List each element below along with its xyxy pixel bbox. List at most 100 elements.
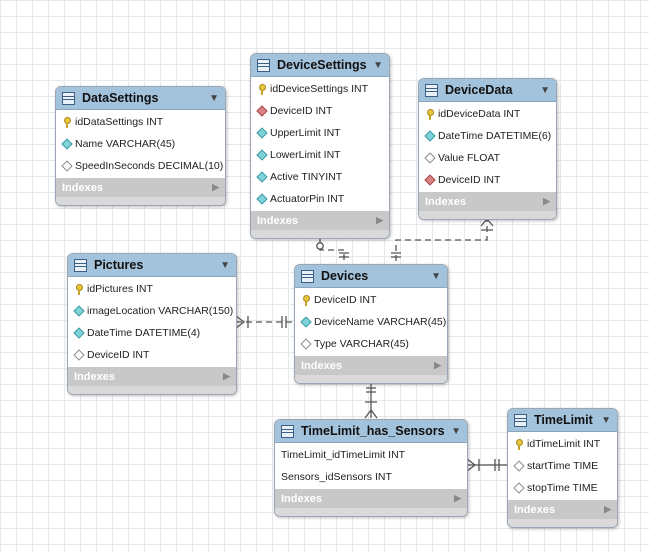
expand-arrow-icon[interactable]: ▶ [543, 196, 550, 206]
table-column[interactable]: DeviceID INT [295, 289, 447, 311]
table-header[interactable]: TimeLimit_has_Sensors▼ [275, 420, 467, 443]
table-header[interactable]: TimeLimit▼ [508, 409, 617, 432]
many-marker [364, 401, 378, 419]
table-column[interactable]: idTimeLimit INT [508, 433, 617, 455]
optional-one-marker [316, 242, 324, 250]
table-column[interactable]: idPictures INT [68, 278, 236, 300]
indexes-section[interactable]: Indexes▶ [275, 489, 467, 508]
table-column[interactable]: idDeviceSettings INT [251, 78, 389, 100]
table-devicedata[interactable]: DeviceData▼ idDeviceData INT DateTime DATE… [418, 78, 557, 220]
one-marker [366, 387, 376, 393]
table-devicesettings[interactable]: DeviceSettings▼ idDeviceSettings INT Devic… [250, 53, 390, 239]
table-column[interactable]: TimeLimit_idTimeLimit INT [275, 444, 467, 466]
indexes-label: Indexes [425, 195, 466, 208]
table-column[interactable]: Type VARCHAR(45) [295, 333, 447, 355]
expand-arrow-icon[interactable]: ▶ [376, 215, 383, 225]
indexes-section[interactable]: Indexes▶ [251, 211, 389, 230]
table-column[interactable]: ActuatorPin INT [251, 188, 389, 210]
indexes-label: Indexes [514, 503, 555, 516]
table-icon [257, 58, 270, 72]
column-label: DateTime DATETIME(4) [87, 327, 201, 339]
table-column[interactable]: DeviceID INT [68, 344, 236, 366]
column-label: DeviceID INT [270, 105, 333, 117]
table-column[interactable]: LowerLimit INT [251, 144, 389, 166]
table-column[interactable]: imageLocation VARCHAR(150) [68, 300, 236, 322]
indexes-label: Indexes [74, 370, 115, 383]
table-icon [514, 413, 527, 427]
table-title: Pictures [94, 258, 144, 272]
one-marker [281, 316, 287, 328]
table-column[interactable]: Sensors_idSensors INT [275, 466, 467, 488]
indexes-section[interactable]: Indexes ▶ [68, 367, 236, 386]
table-title: DataSettings [82, 91, 159, 105]
expand-arrow-icon[interactable]: ▶ [604, 504, 611, 514]
nullable-foreign-key-icon [73, 349, 85, 361]
foreign-key-icon [256, 105, 268, 117]
column-label: DeviceID INT [87, 349, 150, 361]
table-column[interactable]: Name VARCHAR(45) [56, 133, 225, 155]
column-label: idPictures INT [87, 283, 153, 295]
table-column[interactable]: Value FLOAT [419, 147, 556, 169]
indexes-section[interactable]: Indexes▶ [295, 356, 447, 375]
collapse-arrow-icon[interactable]: ▼ [373, 59, 383, 71]
expand-arrow-icon[interactable]: ▶ [434, 360, 441, 370]
column-icon [300, 316, 312, 328]
column-icon [424, 130, 436, 142]
collapse-arrow-icon[interactable]: ▼ [451, 425, 461, 437]
table-title: Devices [321, 269, 369, 283]
table-icon [301, 269, 314, 283]
table-column[interactable]: stopTime TIME [508, 477, 617, 499]
collapse-arrow-icon[interactable]: ▼ [220, 259, 230, 271]
column-list: idDeviceData INT DateTime DATETIME(6)Valu… [419, 102, 556, 192]
indexes-section[interactable]: Indexes ▶ [419, 192, 556, 211]
table-footer [56, 197, 225, 205]
table-column[interactable]: DeviceName VARCHAR(45) [295, 311, 447, 333]
collapse-arrow-icon[interactable]: ▼ [540, 84, 550, 96]
table-header[interactable]: DeviceSettings▼ [251, 54, 389, 77]
expand-arrow-icon[interactable]: ▶ [454, 493, 461, 503]
table-column[interactable]: idDeviceData INT [419, 103, 556, 125]
table-header[interactable]: DeviceData▼ [419, 79, 556, 102]
foreign-key-icon [424, 174, 436, 186]
column-label: idDeviceSettings INT [270, 83, 369, 95]
collapse-arrow-icon[interactable]: ▼ [601, 414, 611, 426]
table-header[interactable]: Pictures ▼ [68, 254, 236, 277]
one-marker [391, 252, 401, 258]
table-pictures[interactable]: Pictures ▼ idPictures INT imageLocation VAR… [67, 253, 237, 395]
column-label: imageLocation VARCHAR(150) [87, 305, 234, 317]
indexes-section[interactable]: Indexes▶ [56, 178, 225, 197]
collapse-arrow-icon[interactable]: ▼ [431, 270, 441, 282]
table-column[interactable]: DeviceID INT [419, 169, 556, 191]
indexes-section[interactable]: Indexes ▶ [508, 500, 617, 519]
table-column[interactable]: DateTime DATETIME(4) [68, 322, 236, 344]
table-column[interactable]: DeviceID INT [251, 100, 389, 122]
table-column[interactable]: Active TINYINT [251, 166, 389, 188]
expand-arrow-icon[interactable]: ▶ [223, 371, 230, 381]
table-footer [508, 519, 617, 527]
nullable-column-icon [513, 482, 525, 494]
table-header[interactable]: Devices ▼ [295, 265, 447, 288]
column-label: idDeviceData INT [438, 108, 521, 120]
column-icon [256, 193, 268, 205]
one-marker [494, 459, 500, 471]
expand-arrow-icon[interactable]: ▶ [212, 182, 219, 192]
primary-key-icon [62, 116, 72, 128]
table-column[interactable]: DateTime DATETIME(6) [419, 125, 556, 147]
table-timelimit-has-sensors[interactable]: TimeLimit_has_Sensors▼TimeLimit_idTimeLi… [274, 419, 468, 517]
primary-key-icon [257, 83, 267, 95]
table-header[interactable]: DataSettings ▼ [56, 87, 225, 110]
table-column[interactable]: SpeedInSeconds DECIMAL(10) [56, 155, 225, 177]
nullable-column-icon [300, 338, 312, 350]
column-label: idTimeLimit INT [527, 438, 601, 450]
table-column[interactable]: startTime TIME [508, 455, 617, 477]
table-column[interactable]: UpperLimit INT [251, 122, 389, 144]
column-label: LowerLimit INT [270, 149, 341, 161]
table-column[interactable]: idDataSettings INT [56, 111, 225, 133]
collapse-arrow-icon[interactable]: ▼ [209, 92, 219, 104]
